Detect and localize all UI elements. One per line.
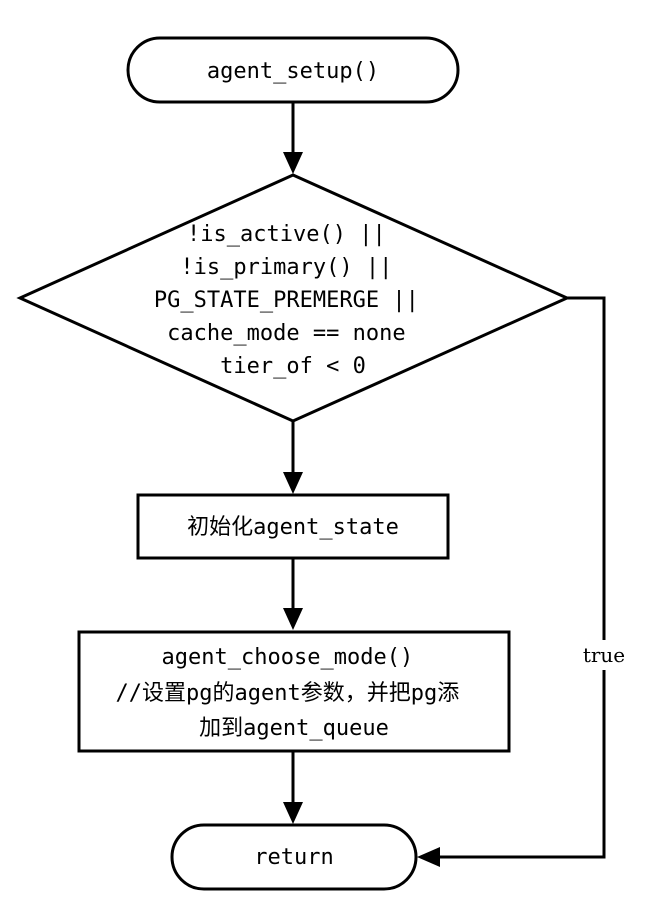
node-choose-mode: agent_choose_mode() //设置pg的agent参数，并把pg添… [77, 630, 511, 753]
edge-condition-to-end-true: true [417, 296, 633, 867]
node-end: return [170, 823, 418, 891]
init-state-line-1: 初始化agent_state [187, 515, 399, 540]
choose-mode-label: agent_choose_mode() //设置pg的agent参数，并把pg添… [116, 645, 473, 741]
edge-init-state-to-choose-mode [283, 558, 303, 630]
node-start: agent_setup() [126, 36, 460, 104]
condition-line-2: !is_primary() || [180, 255, 392, 280]
start-label-line-1: agent_setup() [207, 59, 379, 84]
true-branch-line [438, 296, 606, 859]
condition-line-4: cache_mode == none [167, 321, 405, 346]
true-edge-label: true [583, 643, 625, 667]
arrowhead-down [283, 608, 303, 630]
choose-mode-process-shape [77, 630, 511, 753]
arrowhead-down [283, 152, 303, 174]
true-label-background [575, 640, 633, 670]
node-condition: !is_active() || !is_primary() || PG_STAT… [16, 173, 571, 423]
node-init-state: 初始化agent_state [136, 493, 450, 560]
choose-mode-line-3: 加到agent_queue [199, 716, 389, 741]
arrowhead-left [417, 847, 440, 867]
arrowhead-down [283, 802, 303, 824]
edge-start-to-condition [283, 102, 303, 174]
end-terminal-shape [170, 823, 418, 891]
end-label: return [254, 845, 333, 870]
condition-line-3: PG_STATE_PREMERGE || [154, 288, 419, 313]
init-state-label: 初始化agent_state [187, 515, 399, 540]
end-label-line-1: return [254, 845, 333, 870]
condition-line-5: tier_of < 0 [220, 354, 366, 379]
choose-mode-line-2: //设置pg的agent参数，并把pg添 [116, 681, 460, 706]
edge-condition-to-init-state [283, 421, 303, 494]
choose-mode-line-1: agent_choose_mode() [162, 645, 414, 670]
condition-label: !is_active() || !is_primary() || PG_STAT… [154, 222, 432, 379]
edge-choose-mode-to-end [283, 751, 303, 824]
arrowhead-down [283, 472, 303, 494]
start-label: agent_setup() [207, 59, 379, 84]
condition-line-1: !is_active() || [187, 222, 386, 247]
